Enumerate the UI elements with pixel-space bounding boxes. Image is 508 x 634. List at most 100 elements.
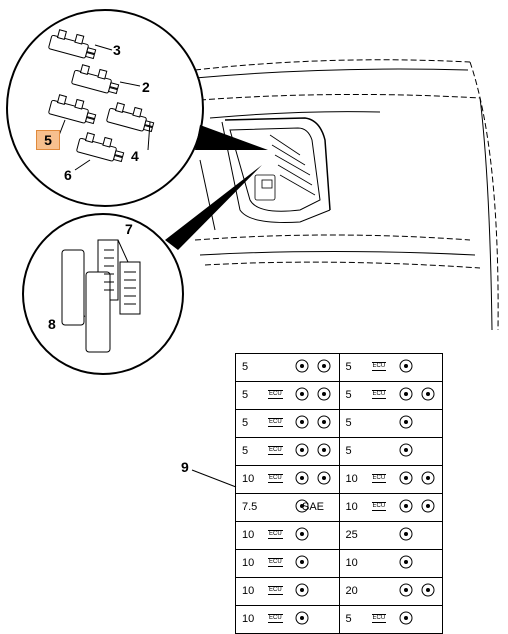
bulb-icon [399, 443, 412, 457]
heater-icon [421, 471, 434, 485]
fuse-rating: 10 [345, 557, 358, 569]
table-row: 10 ECU 25 [235, 521, 443, 550]
fuse-rating: 20 [345, 585, 358, 597]
seat-icon [421, 499, 434, 513]
sun-icon [421, 583, 434, 597]
steering-icon [295, 499, 309, 513]
fuse-rating: 5 [345, 389, 352, 401]
fuse-rating: 25 [345, 529, 358, 541]
ecu-label: ECU [268, 586, 283, 595]
loader-icon [295, 527, 309, 541]
fuse-cell-right: 10 ECU [338, 493, 443, 522]
light-icon [399, 415, 412, 429]
battery-icon [399, 359, 412, 373]
fuse-cell-left: 10 ECU [235, 521, 340, 550]
table-row: 5 ECU 5 [235, 409, 443, 438]
fuse-rating: 5 [345, 445, 352, 457]
vehicle-outline [194, 59, 499, 331]
fuse-cell-left: 10 ECU [235, 605, 340, 634]
ecu-label: ECU [371, 362, 387, 371]
engine-gear-icon [317, 387, 331, 401]
ecu-label: ECU [268, 558, 283, 567]
fan-blower-icon [399, 583, 412, 597]
callout-9: 9 [181, 459, 189, 475]
ecu-label: ECU [371, 390, 387, 399]
table-row: 5 5 ECU [235, 353, 443, 382]
ecu-label: ECU [371, 502, 387, 511]
ecu-label: ECU [268, 390, 283, 399]
callout-3: 3 [113, 42, 121, 58]
fuse-cell-left: 5 [235, 353, 340, 382]
beacon-icon [317, 443, 331, 457]
valve-icon [317, 471, 331, 485]
oil-can-icon [295, 387, 309, 401]
fuse-rating: 7.5 [242, 501, 258, 513]
lamp-icon [295, 415, 309, 429]
fuse-rating: 5 [242, 445, 249, 457]
table-row: 5 ECU 5 ECU [235, 381, 443, 410]
lightning-icon [399, 555, 412, 569]
fuse-rating: 10 [242, 557, 255, 569]
fan-icon [317, 415, 331, 429]
ecu-label: ECU [268, 530, 283, 539]
table-row: 10 ECU 10 [235, 549, 443, 578]
fuse-rating: 5 [345, 361, 352, 373]
zoom-circle-fuses [6, 9, 268, 207]
fuse-rating: 10 [242, 585, 255, 597]
callout-6: 6 [64, 167, 72, 183]
boom-icon [295, 611, 309, 625]
fuse-rating: 10 [242, 529, 255, 541]
fuse-rating: 5 [242, 417, 249, 429]
wiper-icon [399, 499, 412, 513]
callout-8: 8 [48, 316, 56, 332]
boom-icon [295, 583, 309, 597]
table-row: 5 ECU 5 [235, 437, 443, 466]
fuse-rating: 5 [345, 613, 352, 625]
fuse-cell-left: 5 ECU [235, 381, 340, 410]
table-row: 10 ECU 5 ECU [235, 605, 443, 634]
horn-icon [399, 387, 412, 401]
table-row: 10 ECU 20 [235, 577, 443, 606]
callout-4: 4 [131, 148, 139, 164]
fuse-slots [254, 134, 316, 201]
socket-icon [399, 611, 412, 625]
fuse-rating: 5 [242, 389, 249, 401]
fuse-cell-right: 20 [338, 577, 443, 606]
fuse-rating: 10 [242, 613, 255, 625]
fuse-cell-right: 10 [338, 549, 443, 578]
worker-icon [295, 359, 309, 373]
fuse-rating: 5 [242, 361, 249, 373]
fuel-icon [399, 527, 412, 541]
fuse-rating: 10 [345, 501, 358, 513]
thermometer-icon [295, 443, 309, 457]
fuse-rating: 10 [345, 473, 358, 485]
pump-icon [295, 471, 309, 485]
fuse-cell-left: 10 ECU [235, 577, 340, 606]
loader-icon [295, 555, 309, 569]
fuse-rating: 10 [242, 473, 255, 485]
fuse-cell-right: 5 ECU [338, 381, 443, 410]
fuse-cell-right: 5 ECU [338, 605, 443, 634]
fuel-pump-icon [421, 387, 434, 401]
fuse-cell-right: 25 [338, 521, 443, 550]
fuse-cell-right: 5 [338, 437, 443, 466]
fuse-rating: 5 [345, 417, 352, 429]
fuse-cell-left: 5 ECU [235, 437, 340, 466]
callout-7: 7 [125, 221, 133, 237]
ecu-label: ECU [371, 614, 387, 623]
ecu-label: ECU [371, 474, 387, 483]
fuse-cell-right: 5 [338, 409, 443, 438]
callout-5-highlighted: 5 [36, 130, 60, 150]
ecu-label: ECU [268, 446, 283, 455]
ecu-label: ECU [268, 418, 283, 427]
engine-icon [317, 359, 331, 373]
fuse-cell-left: 10 ECU [235, 549, 340, 578]
ecu-label: ECU [268, 614, 283, 623]
callout-2: 2 [142, 79, 150, 95]
